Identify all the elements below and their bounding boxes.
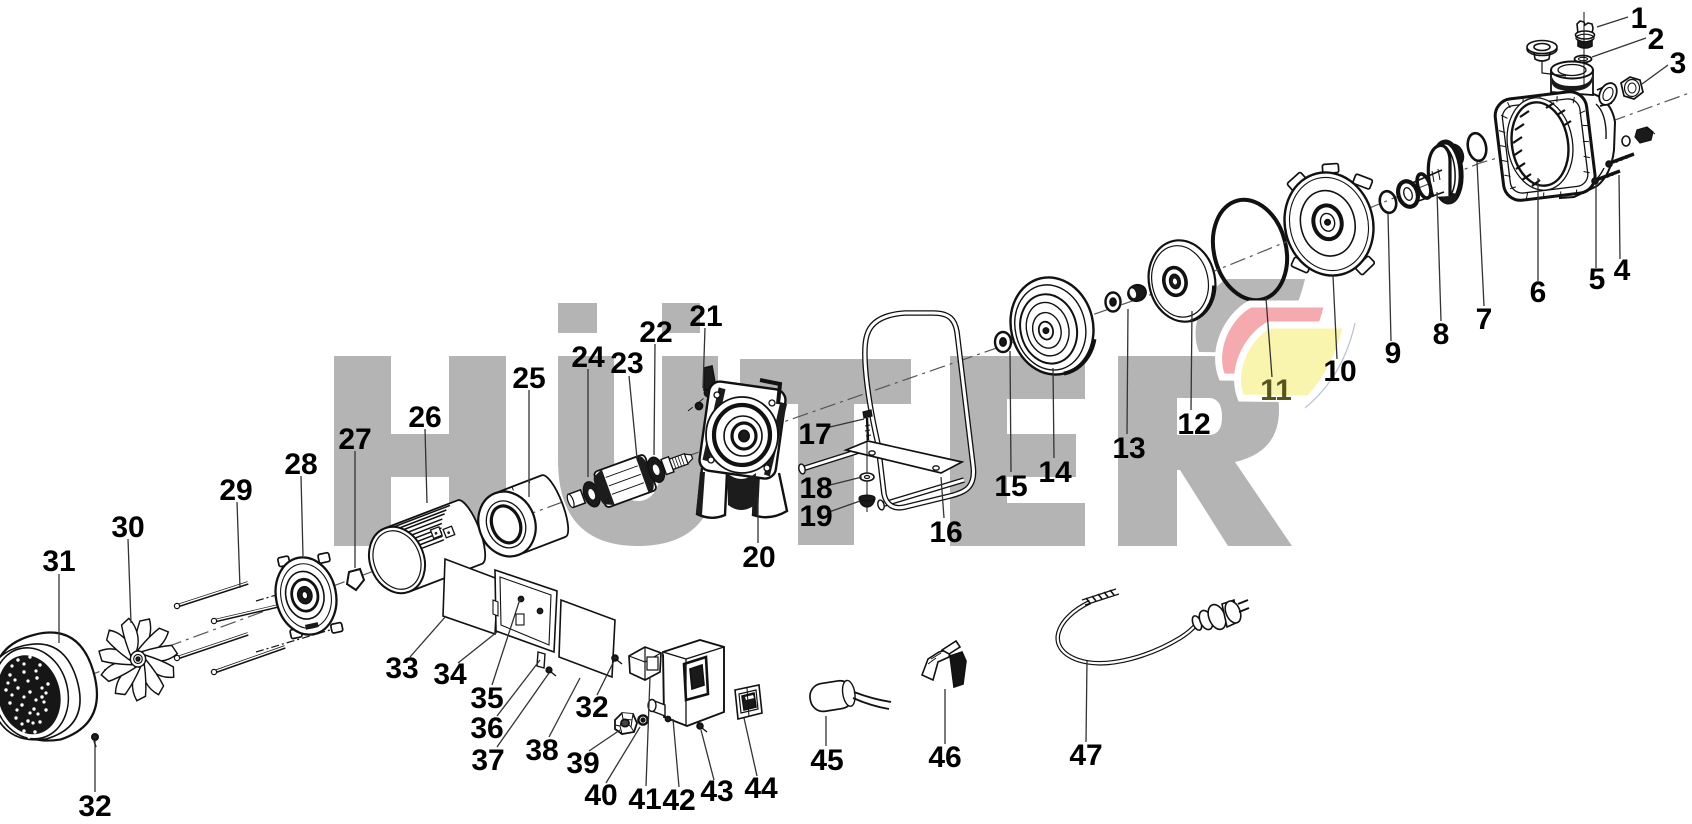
svg-text:45: 45 [810,744,843,777]
svg-text:28: 28 [284,448,317,481]
svg-text:39: 39 [566,747,599,780]
svg-text:5: 5 [1589,263,1606,296]
svg-text:30: 30 [111,511,144,544]
svg-text:47: 47 [1069,739,1102,772]
svg-text:34: 34 [433,658,467,691]
svg-text:15: 15 [994,470,1027,503]
svg-text:35: 35 [470,682,503,715]
svg-text:16: 16 [929,516,962,549]
svg-text:42: 42 [662,784,695,817]
svg-text:9: 9 [1385,337,1402,370]
svg-text:14: 14 [1038,456,1072,489]
svg-text:40: 40 [584,779,617,812]
svg-text:4: 4 [1614,254,1631,287]
svg-text:37: 37 [471,744,504,777]
svg-text:31: 31 [42,545,75,578]
svg-text:8: 8 [1433,318,1450,351]
svg-text:23: 23 [610,347,643,380]
svg-text:10: 10 [1323,355,1356,388]
svg-text:32: 32 [575,691,608,724]
svg-text:41: 41 [628,783,661,816]
svg-text:13: 13 [1112,432,1145,465]
svg-text:29: 29 [219,474,252,507]
svg-text:6: 6 [1530,276,1547,309]
svg-text:20: 20 [742,541,775,574]
svg-text:44: 44 [744,772,778,805]
svg-text:43: 43 [700,775,733,808]
svg-text:17: 17 [798,418,831,451]
svg-text:18: 18 [799,472,832,505]
svg-text:32: 32 [78,790,111,823]
svg-text:21: 21 [689,300,722,333]
svg-text:36: 36 [470,712,503,745]
svg-text:25: 25 [512,362,545,395]
svg-text:12: 12 [1177,408,1210,441]
svg-text:26: 26 [408,401,441,434]
svg-text:22: 22 [639,316,672,349]
svg-text:19: 19 [799,500,832,533]
svg-text:3: 3 [1670,47,1687,80]
svg-text:38: 38 [525,734,558,767]
svg-text:1: 1 [1631,2,1648,35]
svg-text:2: 2 [1648,23,1665,56]
svg-text:27: 27 [338,423,371,456]
svg-text:33: 33 [385,652,418,685]
svg-text:7: 7 [1476,303,1493,336]
svg-text:46: 46 [928,741,961,774]
svg-text:24: 24 [571,341,605,374]
svg-text:11: 11 [1260,374,1292,407]
